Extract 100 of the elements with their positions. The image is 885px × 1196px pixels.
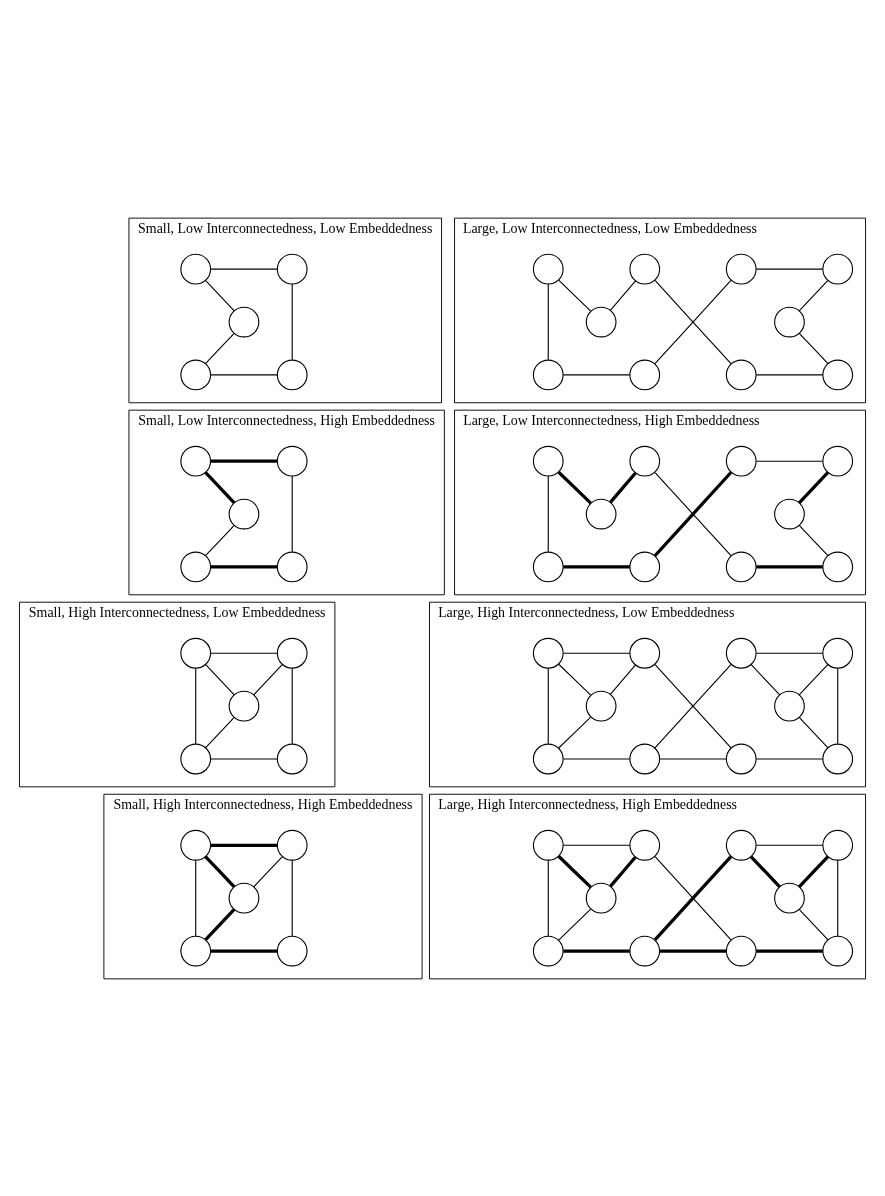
cluster: Small, Low Interconnectedness, High Embeddedness [128,409,445,595]
cluster: Small, High Interconnectedness, Low Embeddedness [19,601,336,787]
connector [755,844,824,846]
connector [210,843,278,847]
connector [291,667,293,744]
node-circle [180,551,212,582]
connector [204,663,235,695]
connector [609,471,637,503]
connector [654,663,732,748]
node-circle [822,743,854,774]
node-circle [725,359,757,390]
node-circle [585,690,617,721]
connector [562,652,631,654]
node-circle [629,551,661,582]
connector [750,663,781,695]
connector [558,663,592,696]
connector [654,279,732,364]
cluster: Small, High Interconnectedness, High Embeddedness [103,793,423,979]
node-circle [629,445,661,477]
connector [557,470,592,504]
connector [756,564,823,569]
node-circle [532,935,564,966]
connector [798,470,830,504]
connector [563,564,630,569]
node-circle [276,359,308,390]
node-circle [822,359,854,390]
node-circle [180,743,212,774]
connector [210,459,278,463]
cluster: Large, Low Interconnectedness, Low Embeddedness [454,217,866,403]
node-circle [725,829,757,861]
connector [798,332,829,364]
node-circle [532,829,564,861]
connector [609,855,637,887]
node-circle [180,253,212,285]
connector [210,373,278,375]
node-circle [228,498,260,529]
connector [755,373,824,375]
node-circle [725,935,757,966]
node-circle [276,935,308,966]
connector [204,524,235,556]
node-circle [725,253,757,285]
connector [798,908,829,940]
node-circle [180,637,212,669]
node-circle [629,935,661,966]
connector [210,757,278,760]
node-circle [585,498,617,529]
connector [547,475,549,552]
node-circle [532,253,564,285]
connector [547,283,549,360]
connector [755,460,824,462]
connector [195,667,197,744]
connector [557,854,592,888]
node-circle [822,445,854,477]
node-circle [629,829,661,861]
node-circle [532,551,564,582]
node-circle [629,359,661,390]
node-circle [276,551,308,582]
connector [558,908,592,941]
connector [204,279,235,311]
connector [195,859,197,936]
node-circle [532,743,564,774]
connector [547,667,549,744]
connector [558,279,592,312]
node-circle [532,637,564,669]
node-circle [774,882,805,914]
connector [755,652,824,654]
node-circle [822,829,854,861]
connector [204,332,235,364]
connector [204,716,235,748]
connector [609,279,637,311]
cluster: Large, Low Interconnectedness, High Embeddedness [454,409,866,595]
connector [210,564,278,569]
node-circle [180,359,212,390]
connector [210,948,278,953]
node-circle [180,445,212,477]
cluster: Small, Low Interconnectedness, Low Embeddedness [128,217,443,403]
connector [755,757,824,760]
connector [562,757,631,760]
node-circle [180,935,212,966]
node-circle [585,306,617,337]
connector [659,948,727,953]
node-circle [276,829,308,861]
node-circle [228,306,260,337]
node-circle [774,690,805,721]
connector [837,667,839,744]
connector [204,854,236,888]
connector [837,859,839,936]
node-circle [532,359,564,390]
connector [798,854,830,888]
node-circle [228,690,260,721]
node-circle [725,743,757,774]
node-circle [276,445,308,477]
connector [253,663,283,695]
node-circle [629,637,661,669]
connector [204,907,236,941]
node-circle [774,498,805,529]
connector [563,948,630,953]
connector [210,268,278,270]
node-circle [585,882,617,914]
connector [291,859,293,936]
